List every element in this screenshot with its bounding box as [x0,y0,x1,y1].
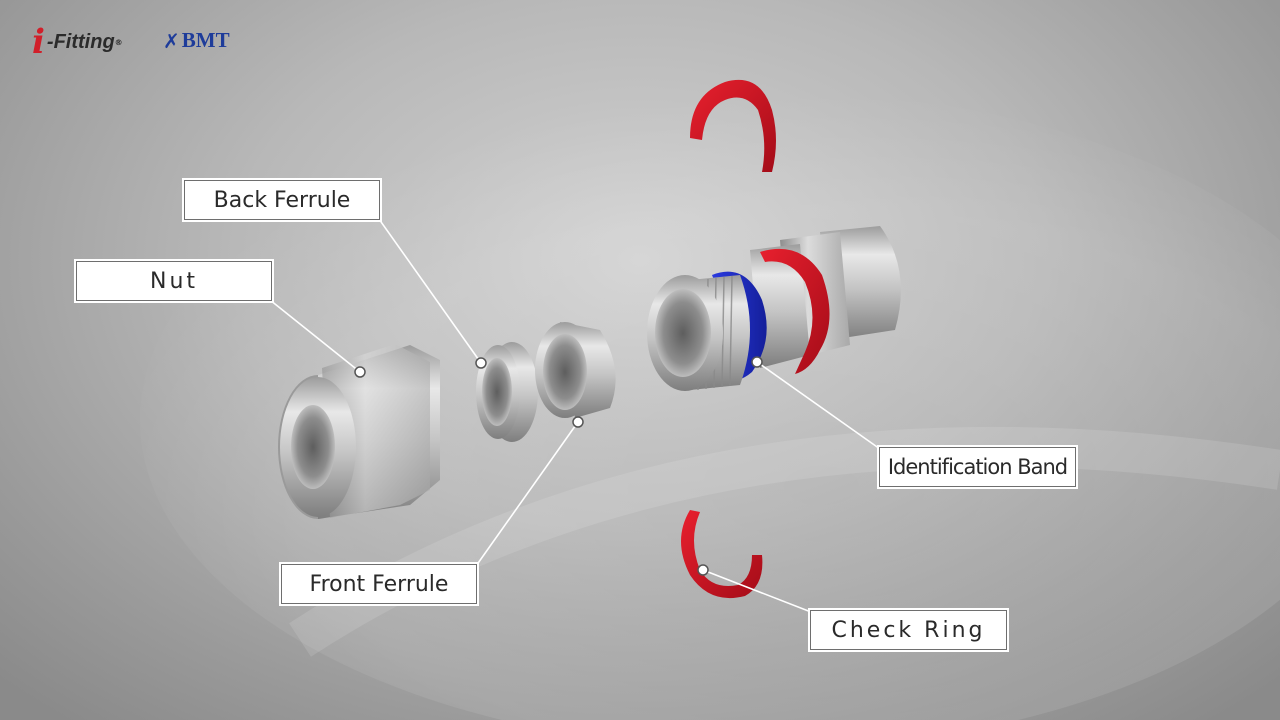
bmt-logo-text: BMT [181,28,230,52]
callout-line-front-ferrule [475,421,579,567]
front-ferrule-label-box: Front Ferrule [282,565,476,603]
ifitting-logo-text: -Fitting [46,30,115,53]
back-ferrule-part [476,342,538,442]
callout-lines [269,218,881,613]
callout-dot-identification-band [751,356,763,368]
front-ferrule-label: Front Ferrule [309,571,449,597]
bmt-logo: ✗ BMT [163,28,230,53]
callout-line-back-ferrule [378,218,482,364]
identification-band-label: Identification Band [887,455,1068,479]
back-ferrule-label: Back Ferrule [213,187,351,213]
identification-band-part [712,271,767,380]
callout-line-nut [269,299,361,373]
nut-label-box: Nut [77,262,271,300]
check-ring-label-box: Check Ring [811,611,1006,649]
callout-dot-front-ferrule [572,416,584,428]
bmt-logo-icon: ✗ [163,28,180,53]
callout-dot-check-ring [697,564,709,576]
callout-line-identification-band [756,361,881,450]
fitting-body-part [647,226,901,391]
nut-label: Nut [149,268,199,294]
front-ferrule-part [535,322,616,418]
background-swirl [140,90,1280,720]
ifitting-logo-mark: i [32,22,45,62]
callout-line-check-ring [702,569,812,613]
callout-dot-nut [354,366,366,378]
check-ring-top-part [690,79,776,172]
ifitting-logo-registered: ® [114,37,123,47]
identification-band-label-box: Identification Band [880,448,1075,486]
check-ring-label: Check Ring [831,617,986,643]
back-ferrule-label-box: Back Ferrule [185,181,379,219]
check-ring-on-body [760,248,830,374]
ifitting-logo: i -Fitting ® [32,22,123,62]
nut-part [278,344,440,519]
callout-dot-back-ferrule [475,357,487,369]
check-ring-bottom-part [681,510,763,599]
callout-dots [354,356,763,576]
